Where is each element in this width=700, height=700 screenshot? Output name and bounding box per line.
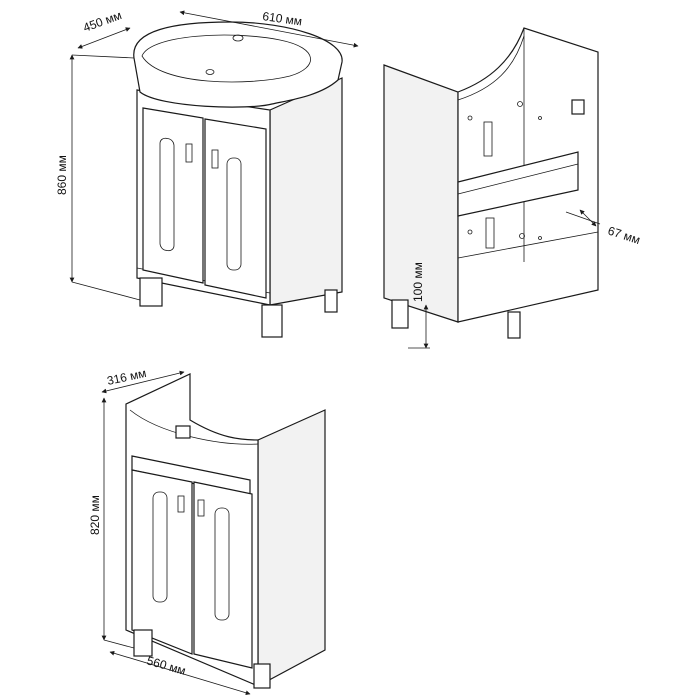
body-side-panel <box>257 409 326 688</box>
shelf-edge <box>457 163 579 195</box>
wall-hinge <box>571 99 585 115</box>
body-leg-right <box>253 663 271 689</box>
height-extension-top <box>71 54 135 59</box>
leg-front-right <box>261 304 283 338</box>
dimension-line-width <box>179 10 359 48</box>
right-door <box>204 118 267 299</box>
dimension-line-body-width <box>109 650 251 696</box>
right-door-window <box>226 157 242 271</box>
back-panel-arch <box>457 35 525 101</box>
dimension-line-depth <box>77 27 131 49</box>
dim-body-height: 820 мм <box>88 495 102 535</box>
drain-hole <box>205 69 215 75</box>
dim-leg-height: 100 мм <box>411 262 425 302</box>
dim-depth-top: 450 мм <box>81 8 123 35</box>
body-leg-left <box>133 629 153 657</box>
interior-shelf <box>457 151 579 217</box>
leg-back-right <box>324 289 338 313</box>
mounting-hole <box>538 116 542 120</box>
right-door-handle <box>211 149 219 169</box>
left-door <box>142 107 204 284</box>
body-right-door <box>193 481 253 669</box>
body-height-extension <box>103 639 135 649</box>
dim-height-top: 860 мм <box>55 155 69 195</box>
body-left-door-window <box>152 491 168 603</box>
shelf-bracket <box>485 217 495 249</box>
body-curve-edge <box>129 409 259 445</box>
mounting-hole <box>517 101 523 107</box>
shelf-bracket <box>483 121 493 157</box>
body-left-door-handle <box>177 495 185 513</box>
interior-leg-right <box>507 311 521 339</box>
body-hinge <box>175 425 191 439</box>
mounting-hole <box>519 233 525 239</box>
mounting-hole <box>538 236 542 240</box>
dim-width-top: 610 мм <box>262 9 303 28</box>
dim-body-depth: 316 мм <box>106 366 148 388</box>
height-extension-bottom <box>71 281 141 301</box>
leg-front-left <box>139 277 163 307</box>
body-left-door <box>131 469 193 655</box>
cabinet-side-panel <box>269 77 343 306</box>
cabinet-body-view: 316 мм 820 мм 560 мм <box>88 366 326 696</box>
body-right-door-window <box>214 507 230 621</box>
left-door-window <box>159 137 175 252</box>
dim-body-width: 560 мм <box>145 653 187 677</box>
interior-leg-left <box>391 299 409 329</box>
interior-floor <box>457 231 599 259</box>
vanity-with-sink-view: 450 мм 610 мм 860 мм <box>55 8 359 338</box>
dimension-line-body-depth <box>101 370 185 394</box>
body-right-door-handle <box>197 499 205 517</box>
dimension-line-shelf <box>579 209 597 227</box>
mounting-hole <box>467 115 473 121</box>
mounting-hole <box>467 229 473 235</box>
dim-shelf-offset: 67 мм <box>606 224 642 248</box>
cabinet-interior-view: 100 мм 67 мм <box>383 27 642 349</box>
left-door-handle <box>185 143 193 163</box>
